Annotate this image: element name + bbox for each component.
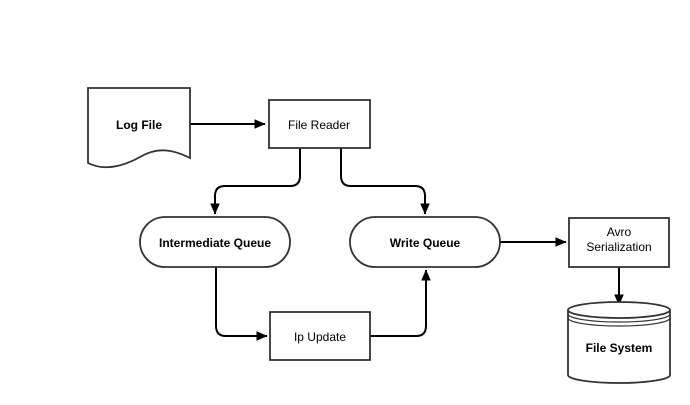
node-file-system: File System: [567, 301, 671, 384]
process-shape: [568, 217, 670, 268]
process-shape: [268, 99, 371, 149]
node-ip-update: Ip Update: [269, 311, 371, 361]
node-log-file: Log File: [87, 87, 191, 169]
edge-intermediatequeue-to-ipupdate: [215, 267, 268, 341]
node-write-queue-label: Write Queue: [390, 236, 461, 250]
node-avro-serialization-label-line2: Serialization: [586, 240, 651, 254]
node-intermediate-queue: Intermediate Queue: [139, 216, 291, 268]
node-log-file-label: Log File: [116, 118, 162, 132]
node-file-system-label: File System: [586, 341, 653, 355]
cylinder-shape: [567, 310, 671, 384]
queue-shape: [139, 216, 291, 268]
cylinder-ring-line: [567, 313, 671, 323]
node-ip-update-label: Ip Update: [294, 330, 346, 344]
document-shape: [87, 87, 191, 169]
queue-shape: [349, 216, 501, 268]
node-write-queue: Write Queue: [349, 216, 501, 268]
edges: [190, 119, 624, 341]
node-avro-serialization: Avro Serialization: [568, 217, 670, 268]
node-file-reader-label: File Reader: [288, 118, 350, 132]
edge-filereader-to-intermediatequeue: [210, 148, 301, 215]
process-shape: [269, 311, 371, 361]
cylinder-ring-line: [567, 317, 671, 327]
edge-filereader-to-writequeue: [340, 148, 430, 215]
node-avro-serialization-label-line1: Avro: [607, 225, 632, 239]
cylinder-top-ellipse: [567, 301, 671, 319]
node-intermediate-queue-label: Intermediate Queue: [159, 236, 271, 250]
nodes: Log File File Reader Intermediate Queue …: [87, 87, 671, 384]
node-file-reader: File Reader: [268, 99, 371, 149]
edge-ipupdate-to-writequeue: [370, 269, 431, 337]
